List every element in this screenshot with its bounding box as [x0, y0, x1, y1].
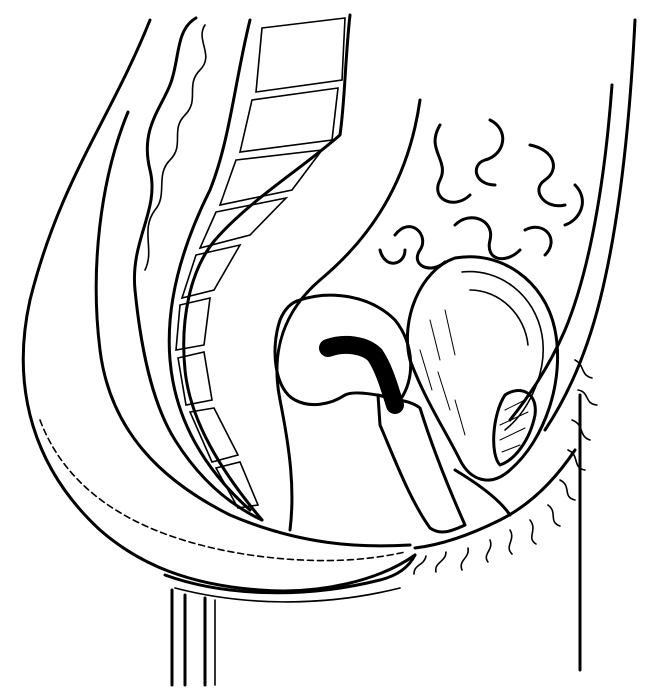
- bladder-inner: [461, 270, 544, 431]
- sacrum-outline-right: [182, 13, 352, 522]
- back-contour-inner: [94, 110, 412, 548]
- bladder-texture: [419, 309, 466, 436]
- peritoneum-line: [275, 98, 422, 532]
- abdominal-wall-outer: [543, 18, 637, 432]
- urethra-line: [453, 468, 512, 517]
- abdominal-wall-inner: [508, 83, 614, 422]
- thigh-lower-line: [174, 587, 401, 603]
- intestine-loops: [378, 118, 584, 270]
- sacrum-outline-left: [132, 16, 264, 522]
- perineum-line: [413, 448, 577, 550]
- pubic-hair: [413, 359, 598, 575]
- vagina: [376, 393, 467, 534]
- bladder-inner-2: [469, 289, 529, 346]
- vertebral-canal-line: [167, 18, 252, 512]
- pubic-bone-hatch: [499, 399, 529, 453]
- vertebral-bodies: [175, 17, 346, 509]
- bladder-outer: [405, 255, 560, 482]
- spinal-cord-line: [144, 24, 207, 271]
- lower-fold-line: [39, 419, 406, 562]
- back-contour-outer: [21, 18, 417, 593]
- uterus: [273, 293, 413, 407]
- thigh-upper-line: [163, 553, 417, 595]
- cervical-canal: [319, 335, 404, 414]
- pubic-bone: [492, 389, 537, 467]
